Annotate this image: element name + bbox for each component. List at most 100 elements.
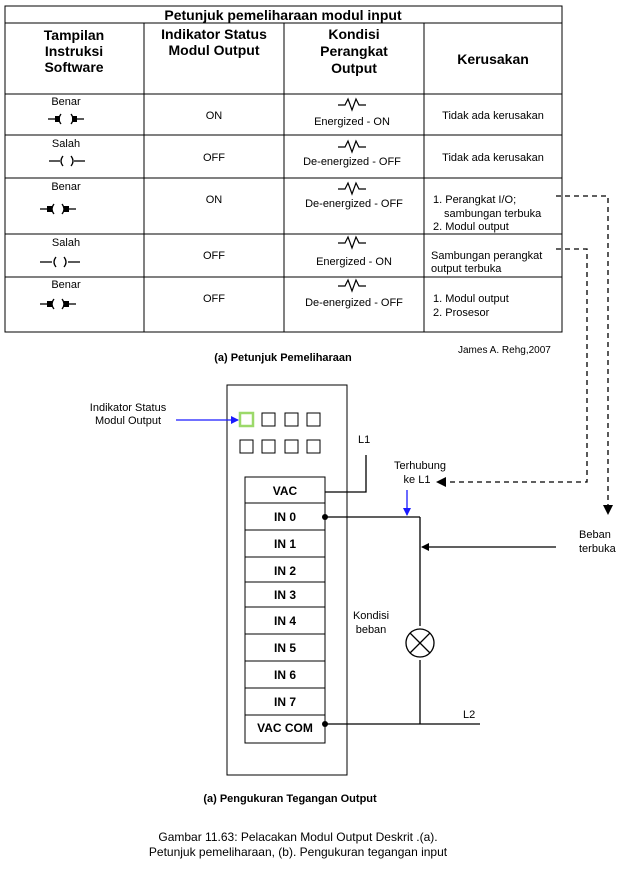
svg-text:Petunjuk pemeliharaan, (b). Pe: Petunjuk pemeliharaan, (b). Pengukuran t… [149,845,448,859]
header-fault: Kerusakan [457,51,529,67]
table-row: Salah OFF Energized - ON Sambungan peran… [40,235,542,275]
svg-text:Beban: Beban [579,529,611,541]
svg-text:Indikator Status: Indikator Status [90,402,167,414]
resistor-icon [338,235,366,250]
header-instruction: Tampilan Instruksi Software [44,27,104,75]
lamp-load-icon [405,628,435,658]
status-led [306,439,321,454]
svg-text:sambungan terbuka: sambungan terbuka [444,208,542,220]
svg-text:ON: ON [206,110,223,122]
status-led [261,412,276,427]
svg-text:Modul Output: Modul Output [95,415,161,427]
arrowhead-icon [603,505,613,515]
svg-text:Kerusakan: Kerusakan [457,51,529,67]
terminal-in2: IN 2 [274,564,296,578]
terminal-dot [322,721,328,727]
table-row: Benar ON De-energized - OFF 1. Perangkat… [40,181,542,233]
svg-text:OFF: OFF [203,152,225,164]
svg-text:1. Perangkat I/O;: 1. Perangkat I/O; [433,194,516,206]
l1-label: L1 [358,434,370,446]
svg-text:Modul Output: Modul Output [169,42,260,58]
terminal-in3: IN 3 [274,588,296,602]
svg-text:beban: beban [356,624,387,636]
table-row: Benar ON Energized - ON Tidak ada kerusa… [48,96,544,128]
svg-text:Benar: Benar [51,279,81,291]
terminal-in0: IN 0 [274,510,296,524]
header-condition: Kondisi Perangkat Output [320,26,388,76]
terminal-dot [322,514,328,520]
arrowhead-icon [436,477,446,487]
terminal-vac-com: VAC COM [257,721,313,735]
status-led [284,412,299,427]
header-status: Indikator Status Modul Output [161,26,267,58]
dashed-leaders [446,195,609,505]
svg-text:Tampilan: Tampilan [44,27,104,43]
status-led [306,412,321,427]
resistor-icon [338,278,366,293]
svg-text:Tidak ada kerusakan: Tidak ada kerusakan [442,152,544,164]
svg-text:Salah: Salah [52,138,80,150]
open-load-label: Beban terbuka [579,529,617,555]
svg-text:OFF: OFF [203,293,225,305]
svg-text:terbuka: terbuka [579,543,617,555]
svg-text:Energized - ON: Energized - ON [314,116,390,128]
svg-text:Kondisi: Kondisi [353,610,389,622]
svg-text:De-energized - OFF: De-energized - OFF [303,156,401,168]
connected-label: Terhubung ke L1 [394,460,446,486]
svg-text:1. Modul output: 1. Modul output [433,293,509,305]
terminal-in4: IN 4 [274,614,296,628]
svg-text:output terbuka: output terbuka [431,263,502,275]
svg-text:Indikator Status: Indikator Status [161,26,267,42]
table-row: Benar OFF De-energized - OFF 1. Modul ou… [40,278,509,319]
l2-label: L2 [463,709,475,721]
svg-text:ke L1: ke L1 [404,474,431,486]
status-led [239,439,254,454]
svg-text:Benar: Benar [51,181,81,193]
svg-text:Output: Output [331,60,377,76]
svg-text:Salah: Salah [52,237,80,249]
status-led [261,439,276,454]
resistor-icon [338,139,366,154]
svg-text:Sambungan perangkat: Sambungan perangkat [431,250,542,262]
svg-text:ON: ON [206,194,223,206]
resistor-icon [338,97,366,112]
terminal-in1: IN 1 [274,537,296,551]
contact-no-icon [40,298,76,310]
svg-text:Benar: Benar [51,96,81,108]
diagram-caption: (a) Pengukuran Tegangan Output [203,793,377,805]
svg-text:Energized - ON: Energized - ON [316,256,392,268]
table-caption: (a) Petunjuk Pemeliharaan [214,352,352,364]
svg-text:Kondisi: Kondisi [328,26,379,42]
svg-text:De-energized - OFF: De-energized - OFF [305,297,403,309]
terminal-in6: IN 6 [274,668,296,682]
svg-text:Gambar 11.63: Pelacakan Modul: Gambar 11.63: Pelacakan Modul Output Des… [158,830,437,844]
svg-text:Terhubung: Terhubung [394,460,446,472]
contact-no-icon [48,113,84,125]
contact-nc-icon [49,155,85,167]
svg-text:Perangkat: Perangkat [320,43,388,59]
table-row: Salah OFF De-energized - OFF Tidak ada k… [49,138,544,168]
svg-text:Tidak ada kerusakan: Tidak ada kerusakan [442,110,544,122]
wiring [325,455,480,725]
terminal-vac: VAC [273,484,298,498]
svg-text:Software: Software [44,59,103,75]
credit-text: James A. Rehg,2007 [458,345,551,356]
status-led-lit [238,411,255,428]
svg-text:2. Modul output: 2. Modul output [433,221,509,233]
resistor-icon [338,181,366,196]
contact-nc-icon [40,256,80,268]
terminal-block: VAC IN 0 IN 1 IN 2 IN 3 IN 4 IN 5 IN 6 I… [244,476,326,744]
contact-no-icon [40,203,76,215]
table-title: Petunjuk pemeliharaan modul input [164,7,402,23]
svg-text:2. Prosesor: 2. Prosesor [433,307,490,319]
load-condition-label: Kondisi beban [353,610,389,636]
figure-caption: Gambar 11.63: Pelacakan Modul Output Des… [149,830,448,859]
svg-text:OFF: OFF [203,250,225,262]
terminal-in5: IN 5 [274,641,296,655]
svg-text:Instruksi: Instruksi [45,43,103,59]
svg-text:De-energized - OFF: De-energized - OFF [305,198,403,210]
terminal-in7: IN 7 [274,695,296,709]
indicator-label: Indikator Status Modul Output [90,402,167,427]
maintenance-table: Petunjuk pemeliharaan modul input Tampil… [4,5,563,333]
